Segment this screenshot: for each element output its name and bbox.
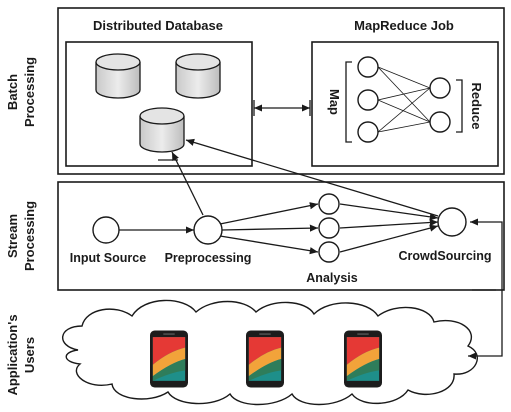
- reduce-node-1: [429, 77, 451, 99]
- map-node-1: [357, 56, 379, 78]
- application-users-line2: Users: [22, 337, 37, 373]
- mapreduce-job-box: [311, 41, 499, 167]
- mapreduce-network: [345, 56, 463, 143]
- preprocessing-to-db-arrow: [171, 151, 204, 216]
- batch-processing-box: [57, 7, 505, 175]
- analysis-label: Analysis: [306, 271, 357, 285]
- crowdsourcing-to-db-arrow: [185, 138, 439, 217]
- map-label: Map: [327, 89, 342, 115]
- reduce-label: Reduce: [469, 83, 484, 130]
- database-cylinder-2: [175, 53, 221, 99]
- stream-processing-box: [57, 181, 505, 291]
- crowdsourcing-node: [437, 207, 467, 237]
- stream-processing-line1: Stream: [5, 214, 20, 258]
- preprocessing-node: [193, 215, 223, 245]
- application-users-line1: Application's: [5, 314, 20, 395]
- distributed-database-title: Distributed Database: [93, 18, 223, 33]
- user-phone-1: [150, 330, 188, 388]
- stream-processing-line2: Processing: [22, 201, 37, 271]
- crowdsourcing-label: CrowdSourcing: [398, 249, 491, 263]
- distributed-database-box: [65, 41, 253, 167]
- map-node-2: [357, 89, 379, 111]
- users-crowdsourcing-link: [468, 218, 503, 360]
- reduce-node-2: [429, 111, 451, 133]
- input-source-node: [92, 216, 120, 244]
- input-source-label: Input Source: [70, 251, 146, 265]
- batch-processing-line1: Batch: [5, 74, 20, 110]
- mapreduce-job-title: MapReduce Job: [354, 18, 454, 33]
- batch-processing-line2: Processing: [22, 57, 37, 127]
- analysis-node-3: [318, 241, 340, 263]
- analysis-node-2: [318, 217, 340, 239]
- analysis-node-1: [318, 193, 340, 215]
- database-cylinder-3: [139, 107, 185, 153]
- database-cylinder-1: [95, 53, 141, 99]
- user-phone-2: [246, 330, 284, 388]
- preprocessing-label: Preprocessing: [165, 251, 252, 265]
- map-node-3: [357, 121, 379, 143]
- user-phone-3: [344, 330, 382, 388]
